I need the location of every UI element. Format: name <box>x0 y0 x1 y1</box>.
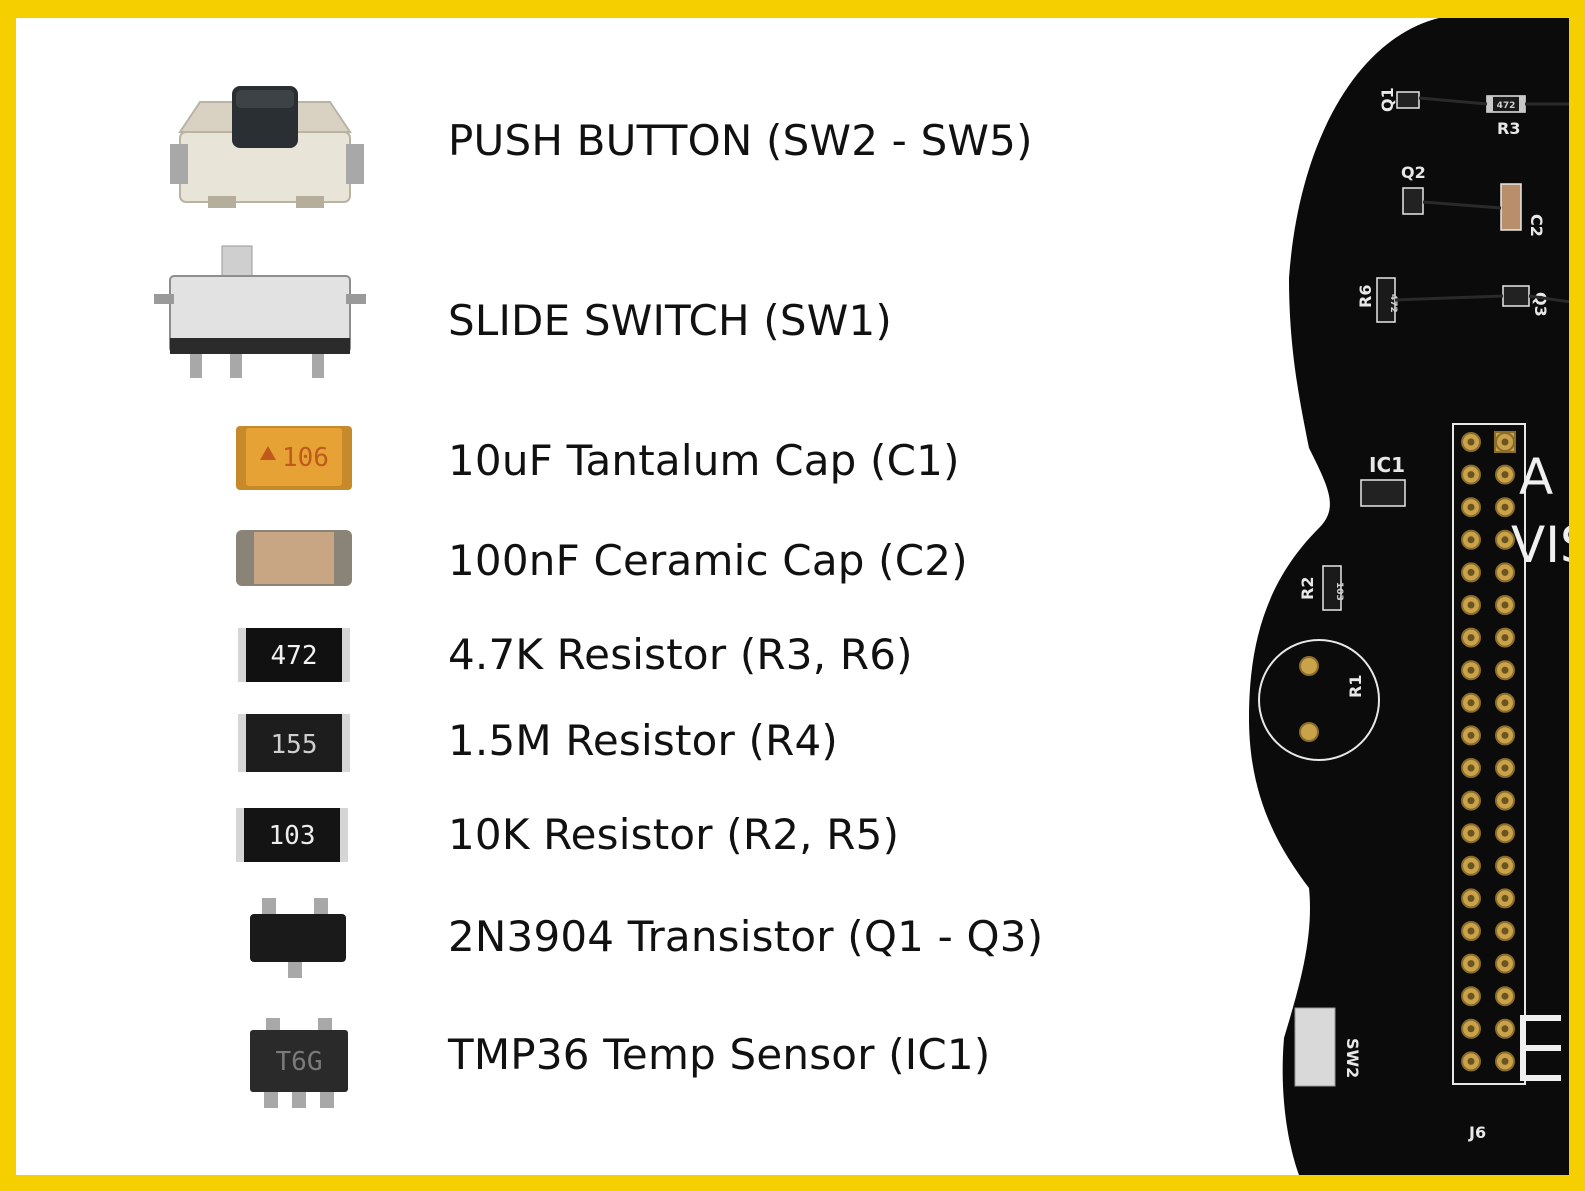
pcb-marking-r3: 472 <box>1497 101 1516 111</box>
transistor-icon <box>250 898 346 978</box>
tantalum-cap-marking: 106 <box>282 443 329 473</box>
j6-pin-hole <box>1467 797 1475 805</box>
j6-pin-hole <box>1467 634 1475 642</box>
j6-pin-hole <box>1467 1057 1475 1065</box>
pcb-ref-r2: R2 <box>1298 577 1317 600</box>
j6-header-pins <box>1461 431 1516 1072</box>
j6-pin-hole <box>1467 536 1475 544</box>
j6-pin-hole <box>1501 764 1509 772</box>
j6-pin-hole <box>1501 862 1509 870</box>
resistor-10k-icon: 103 <box>236 808 348 862</box>
j6-pin-hole <box>1501 536 1509 544</box>
resistor-1m5-icon: 155 <box>238 714 350 772</box>
pcb-outline <box>1249 18 1569 1175</box>
j6-pin-hole <box>1467 764 1475 772</box>
pcb-ref-ic1: IC1 <box>1369 453 1405 477</box>
resistor-1m5-marking: 155 <box>271 730 318 760</box>
j6-pin-hole <box>1501 731 1509 739</box>
temp-sensor-icon: T6G <box>250 1018 348 1108</box>
j6-pin-hole <box>1501 503 1509 511</box>
j6-pin-hole <box>1467 666 1475 674</box>
pcb-ref-j6: J6 <box>1468 1123 1486 1142</box>
j6-pin-hole <box>1467 960 1475 968</box>
j6-pin-hole <box>1467 568 1475 576</box>
tantalum-cap-label: 10uF Tantalum Cap (C1) <box>448 436 960 485</box>
j6-pin-hole <box>1501 634 1509 642</box>
j6-pin-hole <box>1467 503 1475 511</box>
j6-pin-hole <box>1467 1025 1475 1033</box>
j6-pin-hole <box>1501 601 1509 609</box>
pcb-ref-r3: R3 <box>1497 119 1520 138</box>
j6-pin-hole <box>1501 960 1509 968</box>
pcb-silk-line2: VIS <box>1511 516 1569 574</box>
j6-pin-hole <box>1501 894 1509 902</box>
pcb-marking-r6: 472 <box>1388 294 1398 313</box>
slide-switch-label: SLIDE SWITCH (SW1) <box>448 296 892 345</box>
temp-sensor-label: TMP36 Temp Sensor (IC1) <box>448 1030 991 1079</box>
j6-pin-hole <box>1501 992 1509 1000</box>
j6-pin-hole <box>1467 829 1475 837</box>
j6-pin-hole <box>1501 1025 1509 1033</box>
j6-pin-hole <box>1467 927 1475 935</box>
j6-pin-hole <box>1501 666 1509 674</box>
resistor-4k7-icon: 472 <box>238 628 350 682</box>
slide-switch-icon <box>154 245 366 378</box>
j6-pin-hole <box>1501 797 1509 805</box>
ceramic-cap-label: 100nF Ceramic Cap (C2) <box>448 536 968 585</box>
pcb-marking-r2: 103 <box>1334 582 1344 601</box>
j6-pin-hole <box>1501 927 1509 935</box>
j6-pin-hole <box>1501 829 1509 837</box>
tantalum-cap-icon: 106 <box>236 426 352 490</box>
pcb-logo-fragment <box>1520 1015 1561 1081</box>
pcb-ref-c2: C2 <box>1527 214 1546 237</box>
push-button-icon <box>170 86 364 208</box>
pcb-ref-q1: Q1 <box>1378 87 1397 112</box>
pcb-ref-q2: Q2 <box>1401 163 1426 182</box>
j6-pin-hole <box>1501 1057 1509 1065</box>
push-button-label: PUSH BUTTON (SW2 - SW5) <box>448 116 1033 165</box>
j6-pin-hole <box>1501 438 1509 446</box>
resistor-4k7-label: 4.7K Resistor (R3, R6) <box>448 630 913 679</box>
pcb-ref-r1: R1 <box>1346 675 1365 698</box>
j6-pin-hole <box>1467 894 1475 902</box>
resistor-4k7-marking: 472 <box>271 641 318 671</box>
ceramic-cap-icon <box>236 530 352 586</box>
transistor-label: 2N3904 Transistor (Q1 - Q3) <box>448 912 1044 961</box>
resistor-10k-label: 10K Resistor (R2, R5) <box>448 810 900 859</box>
resistor-10k-marking: 103 <box>269 821 316 851</box>
temp-sensor-marking: T6G <box>276 1047 323 1077</box>
j6-pin-hole <box>1501 471 1509 479</box>
j6-pin-hole <box>1467 862 1475 870</box>
j6-pin-hole <box>1467 731 1475 739</box>
resistor-1m5-label: 1.5M Resistor (R4) <box>448 716 839 765</box>
pcb-silk-line1: A <box>1519 448 1553 506</box>
j6-pin-hole <box>1467 601 1475 609</box>
j6-pin-hole <box>1501 699 1509 707</box>
j6-pin-hole <box>1467 438 1475 446</box>
j6-pin-hole <box>1501 568 1509 576</box>
j6-pin-hole <box>1467 471 1475 479</box>
j6-pin-hole <box>1467 699 1475 707</box>
pcb-ref-r6: R6 <box>1356 285 1375 308</box>
pcb-ref-sw2: SW2 <box>1343 1038 1362 1078</box>
pcb-board: Q1 472 R3 C1 Q2 C2 155 R4 R6 472 <box>1249 18 1569 1175</box>
j6-pin-hole <box>1467 992 1475 1000</box>
diagram-frame: PUSH BUTTON (SW2 - SW5) SLIDE SWITCH (SW… <box>16 18 1569 1175</box>
